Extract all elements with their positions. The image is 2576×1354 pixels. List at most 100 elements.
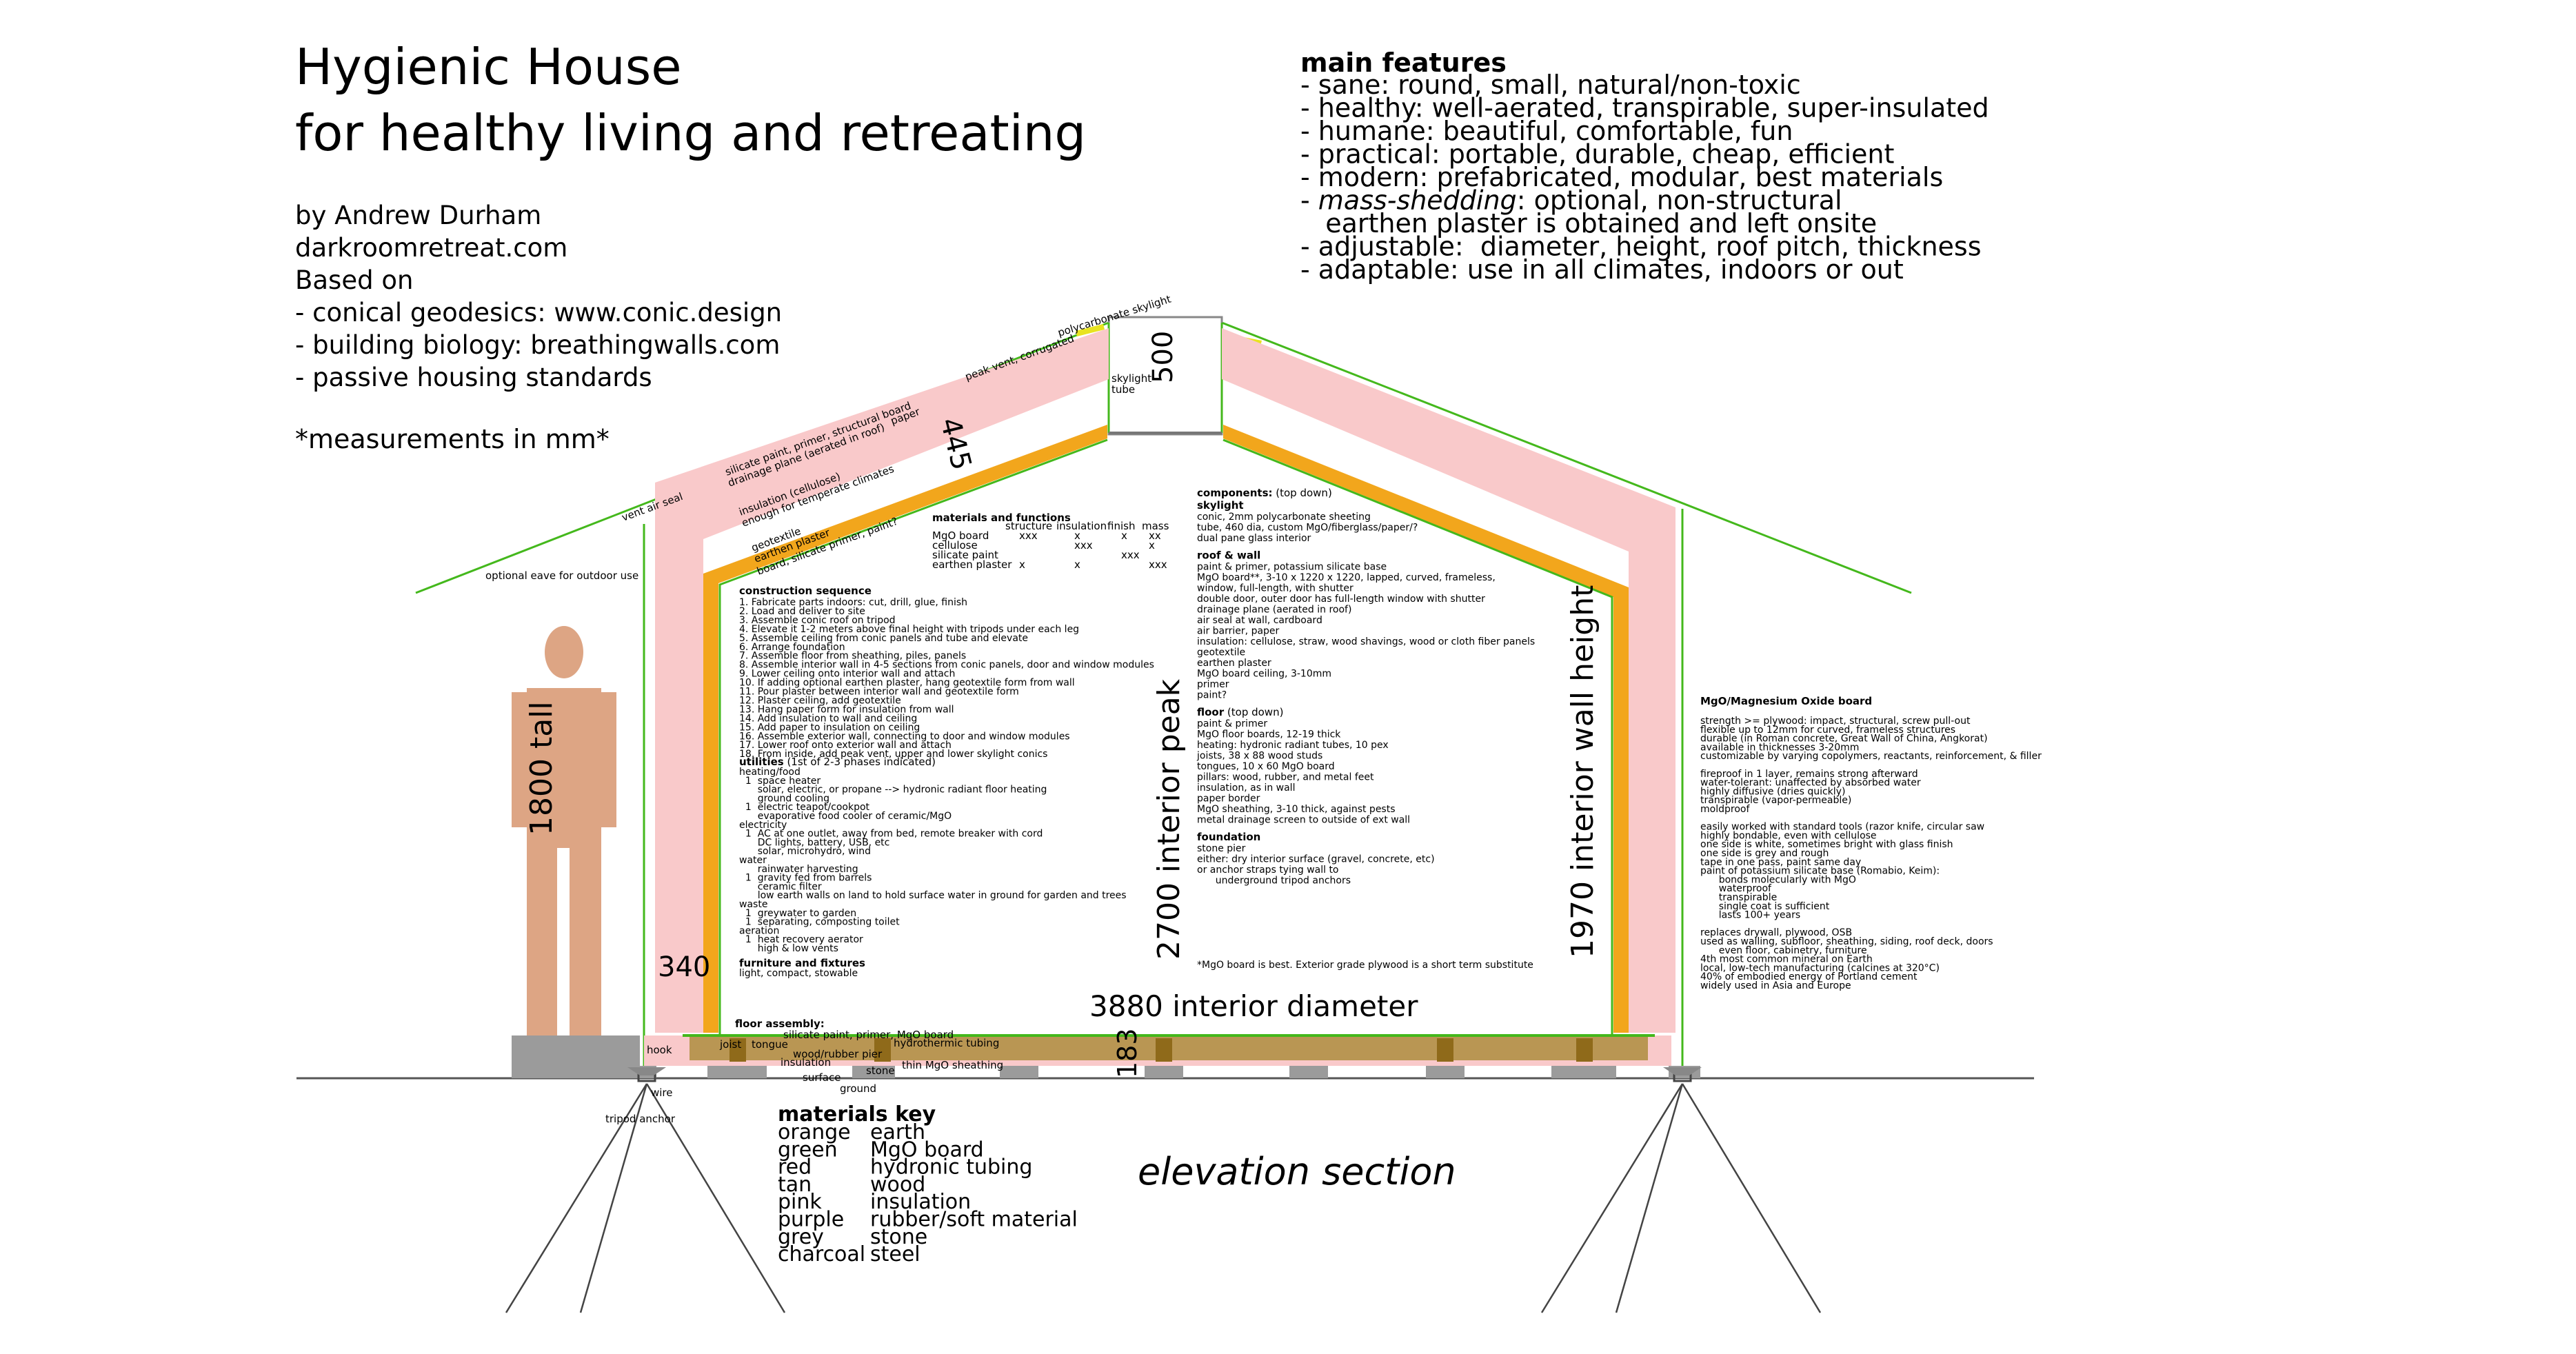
components-line: or anchor straps tying wall to [1197,865,1339,876]
components-line: MgO floor boards, 12-19 thick [1197,729,1341,740]
components-line: stone pier [1197,843,1246,854]
person-arm-right [601,692,616,827]
utilities-line: solar, electric, or propane --> hydronic… [739,785,1047,796]
page-title-line1: Hygienic House [295,38,682,96]
construction-step: 1. Fabricate parts indoors: cut, drill, … [739,597,967,608]
feature-item: - practical: portable, durable, cheap, e… [1300,139,1894,170]
mgo-line: water-tolerant: unaffected by absorbed w… [1700,778,1921,789]
insulation-right [1222,328,1676,1033]
person-torso [527,688,601,848]
construction-step: 16. Assemble exterior wall, connecting t… [739,731,1070,742]
components-line: metal drainage screen to outside of ext … [1197,815,1410,826]
materials-key-material: hydronic tubing [870,1155,1032,1180]
person-leg-right [570,848,601,1035]
components-line: underground tripod anchors [1197,876,1351,887]
materials-key-color: charcoal [778,1242,865,1266]
tripod-anchor-right [1540,1083,1822,1313]
text-layer: Hygienic House for healthy living and re… [295,38,2042,1266]
label-hook: hook [647,1044,672,1056]
components-heading: components: (top down) [1197,487,1332,499]
construction-step: 10. If adding optional earthen plaster, … [739,678,1075,689]
components-line: geotextile [1197,647,1245,658]
label-joist: joist [719,1038,741,1051]
stone-pier [1289,1066,1328,1078]
materials-table-mark: x [1074,558,1080,571]
components-section-title: roof & wall [1197,549,1260,562]
utilities-heading-note: (1st of 2-3 phases indicated) [784,756,936,768]
skylight-box [1107,316,1223,436]
utilities-line: aeration [739,925,779,936]
utilities-line: ceramic filter [739,881,822,892]
materials-key-color: red [778,1155,812,1180]
materials-key-color: grey [778,1225,824,1249]
feature-text: - humane: beautiful, comfortable, fun [1300,116,1793,146]
materials-table-header: mass [1142,520,1169,532]
dim-wall-thickness: 340 [658,951,710,983]
person-figure [512,626,616,1035]
utilities-line: heating/food [739,767,801,778]
label-skylight-tube-2: tube [1111,383,1135,396]
label-tongue: tongue [752,1038,788,1051]
floor-joist [1576,1038,1593,1062]
components-heading-note: (top down) [1273,487,1332,499]
utilities-line: rainwater harvesting [739,864,858,875]
mgo-line: customizable by varying copolymers, reac… [1700,751,2042,762]
floor-joist [1437,1038,1453,1062]
feature-item: - modern: prefabricated, modular, best m… [1300,162,1943,192]
components-line: insulation, as in wall [1197,782,1295,794]
label-optional-eave: optional eave for outdoor use [485,569,638,582]
components-line: paint? [1197,690,1227,701]
construction-step: 8. Assemble interior wall in 4-5 section… [739,660,1154,671]
feature-text: : optional, non-structural [1517,185,1842,216]
materials-key-color: tan [778,1173,812,1197]
materials-table-header: structure [1005,520,1052,532]
components-heading-label: components: [1197,487,1273,499]
materials-table-mark: x [1121,529,1127,542]
skylight-yellow-strip [1076,324,1105,336]
features-heading: main features [1300,48,1507,78]
components-line: paint & primer [1197,718,1267,729]
furniture-heading: furniture and fixtures [739,957,865,969]
mgo-line: available in thicknesses 3-20mm [1700,742,1859,753]
mgo-line: durable (in Roman concrete, Great Wall o… [1700,734,1988,745]
components-line: MgO board ceiling, 3-10mm [1197,669,1331,680]
stone-pier [1426,1066,1465,1078]
credit-line: - passive housing standards [295,363,652,392]
mgo-line: 4th most common mineral on Earth [1700,954,1873,965]
mgo-line: transpirable [1700,892,1777,903]
mgo-line: local, low-tech manufacturing (calcines … [1700,962,1940,973]
credits-block: by Andrew Durhamdarkroomretreat.comBased… [295,201,782,392]
feature-item: - mass-shedding: optional, non-structura… [1300,185,1842,216]
label-hydrothermic: hydrothermic tubing [894,1037,999,1049]
materials-table-mark: xxx [1121,549,1140,561]
mgo-line: 40% of embodied energy of Portland cemen… [1700,971,1918,982]
components-footnote: *MgO board is best. Exterior grade plywo… [1197,960,1533,971]
materials-key-material: stone [870,1225,927,1249]
mgo-line: transpirable (vapor-permeable) [1700,795,1851,806]
construction-step: 9. Lower ceiling onto interior wall and … [739,669,955,680]
mgo-line: one side is white, sometimes bright with… [1700,839,1953,850]
materials-table-mark: x [1074,529,1080,542]
floor-joist [1156,1038,1172,1062]
materials-table-mark: xxx [1149,558,1167,571]
construction-step: 13. Hang paper form for insulation from … [739,704,954,715]
feature-text: - sane: round, small, natural/non-toxic [1300,70,1801,100]
feature-text: earthen plaster is obtained and left ons… [1300,208,1877,239]
mgo-heading: MgO/Magnesium Oxide board [1700,695,1872,707]
components-section-label: skylight [1197,499,1244,512]
components-section-label: floor [1197,706,1225,718]
components-section-label: roof & wall [1197,549,1260,562]
utilities-line: water [739,855,767,866]
components-line: joists, 38 x 88 wood studs [1196,751,1322,762]
components-line: primer [1197,679,1229,690]
components-section-note: (top down) [1224,706,1283,718]
components-line: conic, 2mm polycarbonate sheeting [1197,512,1371,523]
mgo-line: replaces drywall, plywood, OSB [1700,927,1852,938]
credit-line: - building biology: breathingwalls.com [295,330,780,360]
construction-heading: construction sequence [739,585,872,597]
dim-interior-peak: 2700 interior peak [1151,678,1187,960]
tripod-anchor-left [505,1083,786,1313]
construction-step: 5. Assemble ceiling from conic panels an… [739,633,1028,644]
components-line: tongues, 10 x 60 MgO board [1197,761,1335,772]
mgo-line: flexible up to 12mm for curved, frameles… [1700,725,1955,736]
